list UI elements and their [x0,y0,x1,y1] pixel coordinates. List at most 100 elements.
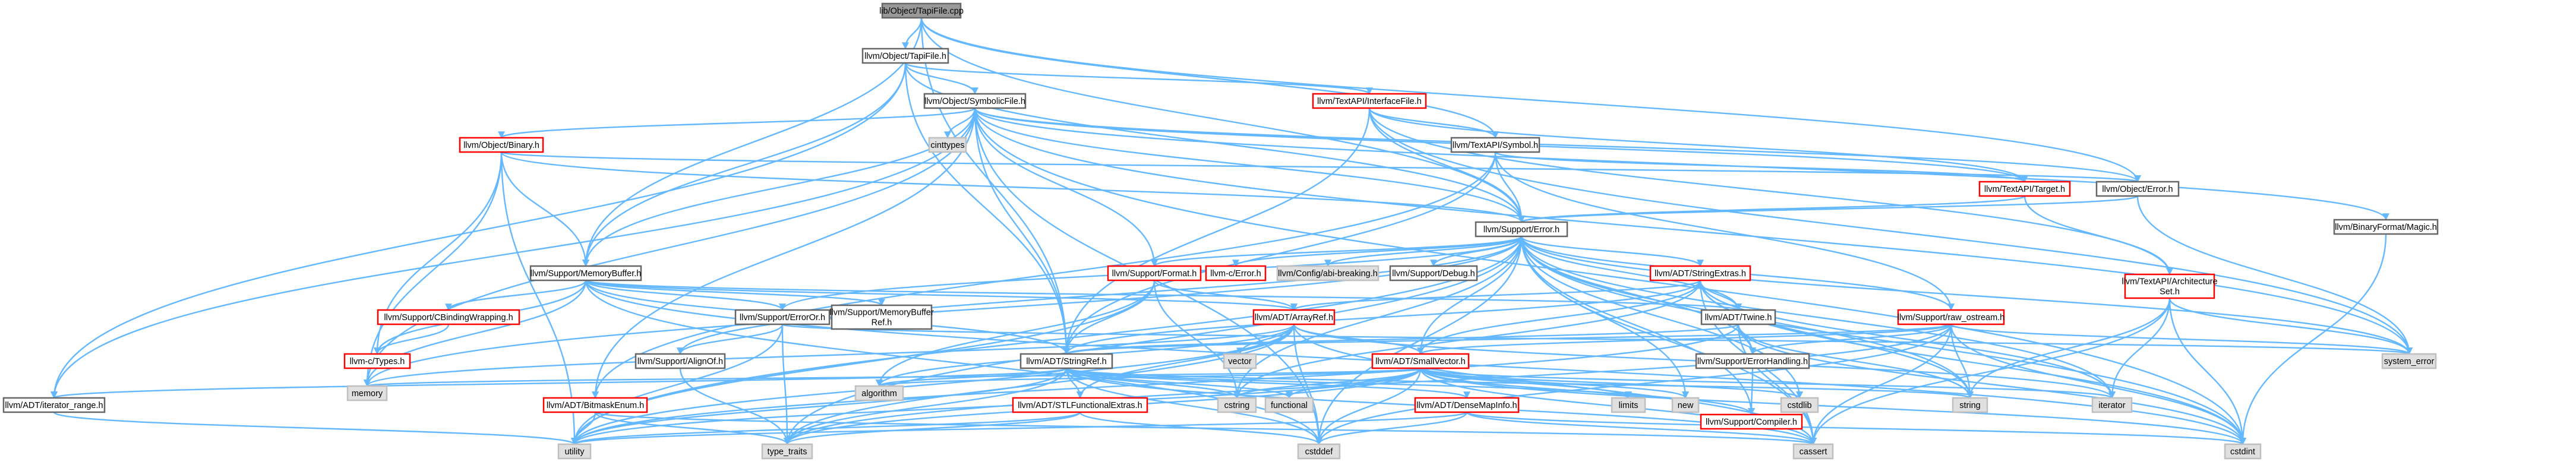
node-llvm-textapi-symbol-h[interactable]: llvm/TextAPI/Symbol.h [1450,137,1540,153]
node-cassert: cassert [1792,443,1834,460]
node-llvm-textapi-interfacefile-h[interactable]: llvm/TextAPI/InterfaceFile.h [1312,93,1427,109]
node-label: llvm/Object/SymbolicFile.h [924,97,1025,106]
node-llvm-support-errorhandling-h[interactable]: llvm/Support/ErrorHandling.h [1695,353,1810,369]
node-llvm-adt-stlfunctionalextras-h[interactable]: llvm/ADT/STLFunctionalExtras.h [1012,397,1148,413]
edge-n18-to-n24 [374,324,450,355]
node-lib-object-tapifile-cpp[interactable]: lib/Object/TapiFile.cpp [879,2,964,19]
node-label: type_traits [768,447,807,457]
node-label: llvm/TextAPI/Target.h [1984,185,2065,194]
node-box [761,443,813,460]
edge-n28-to-n38 [1419,367,1689,399]
node-label: cstddef [1305,447,1334,457]
node-llvm-adt-densemapinfo-h[interactable]: llvm/ADT/DenseMapInfo.h [1414,397,1520,413]
edge-n11-to-n19 [585,280,786,311]
edge-n21-to-n42 [1077,324,1295,399]
node-box [2124,273,2215,299]
edge-n17-to-n41 [2108,298,2171,399]
edge-n1-to-n3 [904,62,1373,95]
edge-n11-to-n18 [445,280,587,311]
node-llvm-adt-bitmaskenum-h[interactable]: llvm/ADT/BitmaskEnum.h [542,397,648,413]
edge-n21-to-n32 [364,324,1295,387]
node-label: llvm/Support/AlignOf.h [637,357,723,366]
node-label: llvm/Object/Error.h [2102,185,2173,194]
edge-n4-to-n10 [500,151,1525,223]
node-label: llvm/Support/Error.h [1483,225,1560,235]
node-llvm-adt-iterator-range-h[interactable]: llvm/ADT/iterator_range.h [2,397,106,413]
node-box [377,309,520,325]
edge-n6-to-n33 [592,151,1497,399]
node-llvm-adt-arrayref-h[interactable]: llvm/ADT/ArrayRef.h [1252,309,1336,325]
node-label: llvm/BinaryFormat/Magic.h [2335,223,2437,232]
node-algorithm: algorithm [854,385,904,401]
node-box [1389,265,1478,282]
node-label: vector [1228,357,1252,366]
edge-n23-to-n48 [1810,324,1952,445]
node-llvm-object-error-h[interactable]: llvm/Object/Error.h [2095,181,2180,197]
node-system-error: system_error [2381,353,2437,369]
node-llvm-support-erroror-h[interactable]: llvm/Support/ErrorOr.h [734,309,831,325]
edge-n6-to-n23 [1494,151,1955,311]
edge-n10-to-n14 [1324,236,1523,267]
edge-n10-to-n38 [1520,236,1689,399]
edge-n11-to-n22 [585,279,1742,311]
node-llvm-adt-stringref-h[interactable]: llvm/ADT/StringRef.h [1019,353,1113,369]
node-label: llvm/Support/Format.h [1112,269,1197,279]
edge-n4-to-n8 [500,151,2141,183]
node-llvm-adt-smallvector-h[interactable]: llvm/ADT/SmallVector.h [1371,353,1470,369]
node-box [1671,397,1700,413]
edge-n28-to-n32 [364,367,1422,387]
edge-layer [50,17,2413,445]
node-llvm-textapi-target-h[interactable]: llvm/TextAPI/Target.h [1978,181,2071,197]
edge-n16-to-n21 [1290,279,1701,311]
node-box [854,385,904,401]
edge-n16-to-n26 [1063,280,1701,355]
node-box [2381,353,2437,369]
node-box [1252,309,1336,325]
node-llvm-object-tapifile-h[interactable]: llvm/Object/TapiFile.h [861,48,949,64]
edge-n2-to-n10 [974,107,1525,223]
node-llvm-adt-twine-h[interactable]: llvm/ADT/Twine.h [1700,309,1776,325]
node-label: llvm/ADT/DenseMapInfo.h [1416,401,1517,410]
node-functional: functional [1264,397,1314,413]
node-llvm-support-cbindingwrapping-h[interactable]: llvm/Support/CBindingWrapping.h [377,309,520,325]
edge-n1-to-n31 [50,62,907,399]
node-llvm-support-raw-ostream-h[interactable]: llvm/Support/raw_ostream.h [1898,309,2005,325]
node-llvm-support-memorybuffer-h[interactable]: llvm/Support/MemoryBuffer.h [529,265,642,282]
edge-n28-to-n34 [876,367,1422,387]
node-box [1700,309,1776,325]
node-box [1297,443,1341,460]
edge-n6-to-n7 [1494,151,2028,183]
node-llvm-support-debug-h[interactable]: llvm/Support/Debug.h [1389,265,1478,282]
node-llvm-binaryformat-magic-h[interactable]: llvm/BinaryFormat/Magic.h [2333,219,2439,235]
edge-n2-to-n49 [974,107,2246,445]
node-label: llvm-c/Types.h [350,357,405,366]
edge-n6-to-n10 [1494,151,1525,223]
node-llvm-object-symbolicfile-h[interactable]: llvm/Object/SymbolicFile.h [923,93,1027,109]
node-llvm-object-binary-h[interactable]: llvm/Object/Binary.h [459,137,544,153]
node-box [634,353,726,369]
node-llvm-support-format-h[interactable]: llvm/Support/Format.h [1107,265,1202,282]
edge-n3-to-n30 [1368,107,2413,355]
edge-n17-to-n40 [1966,298,2171,399]
node-llvm-adt-stringextras-h[interactable]: llvm/ADT/StringExtras.h [1649,265,1751,282]
node-box [1371,353,1470,369]
node-llvm-support-error-h[interactable]: llvm/Support/Error.h [1475,221,1568,238]
node-llvm-c-types-h[interactable]: llvm-c/Types.h [343,353,411,369]
edge-n12-to-n21 [1153,280,1298,311]
node-iterator: iterator [2091,397,2133,413]
edge-n1-to-n26 [904,62,1070,355]
node-llvm-c-error-h[interactable]: llvm-c/Error.h [1205,265,1267,282]
node-llvm-support-alignof-h[interactable]: llvm/Support/AlignOf.h [634,353,726,369]
node-label: llvm/Config/abi-breaking.h [1278,269,1378,279]
node-box [1780,397,1819,413]
node-box [557,443,592,460]
edge-n11-to-n20 [585,279,885,306]
node-llvm-support-compiler-h[interactable]: llvm/Support/Compiler.h [1700,413,1803,430]
edge-n7-to-n17 [2023,195,2173,276]
edge-n10-to-n13 [1232,235,1523,267]
node-label: llvm/Support/ErrorHandling.h [1697,357,1808,366]
node-label: llvm/Object/TapiFile.h [864,52,946,61]
node-label: lib/Object/TapiFile.cpp [879,7,964,16]
